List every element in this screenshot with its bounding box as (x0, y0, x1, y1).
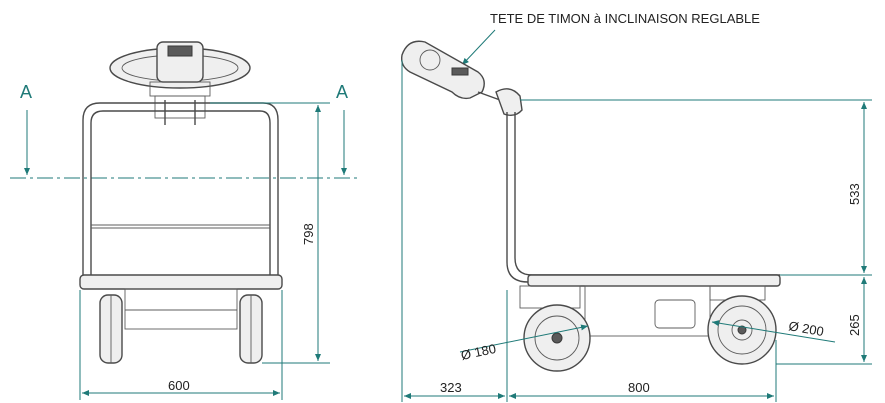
wheels-front (99, 294, 263, 364)
dim-800-label: 800 (628, 380, 650, 395)
dim-533-label: 533 (847, 183, 862, 205)
frame-front (79, 102, 283, 330)
dia-180-label: Ø 180 (460, 341, 498, 363)
dia-180-leader (459, 324, 589, 353)
dim-323-label: 323 (440, 380, 462, 395)
length-dimension-800: 800 (509, 340, 777, 402)
tiller-arm-side (400, 40, 523, 117)
dia-200-label: Ø 200 (787, 318, 824, 339)
tiller-callout-text: TETE DE TIMON à INCLINAISON REGLABLE (490, 11, 760, 26)
dim-265-label: 265 (847, 314, 862, 336)
height-dimension-265: 265 (776, 277, 872, 365)
dia-200-leader (711, 320, 836, 343)
side-view: TETE DE TIMON à INCLINAISON REGLABLE (400, 11, 872, 402)
callout-leader (461, 29, 496, 66)
dim-600-label: 600 (168, 378, 190, 393)
section-label-right: A (336, 82, 348, 102)
tiller-head-front (109, 41, 251, 125)
wheel-small-side (523, 304, 591, 372)
section-label-left: A (20, 82, 32, 102)
overhang-dimension-323: 323 (401, 60, 508, 402)
dim-798-label: 798 (301, 223, 316, 245)
width-dimension-600: 600 (79, 290, 283, 400)
height-dimension-533: 533 (520, 99, 872, 276)
front-view: A A (10, 41, 360, 400)
height-dimension-798: 798 (210, 102, 330, 364)
wheel-large-side (707, 295, 777, 365)
